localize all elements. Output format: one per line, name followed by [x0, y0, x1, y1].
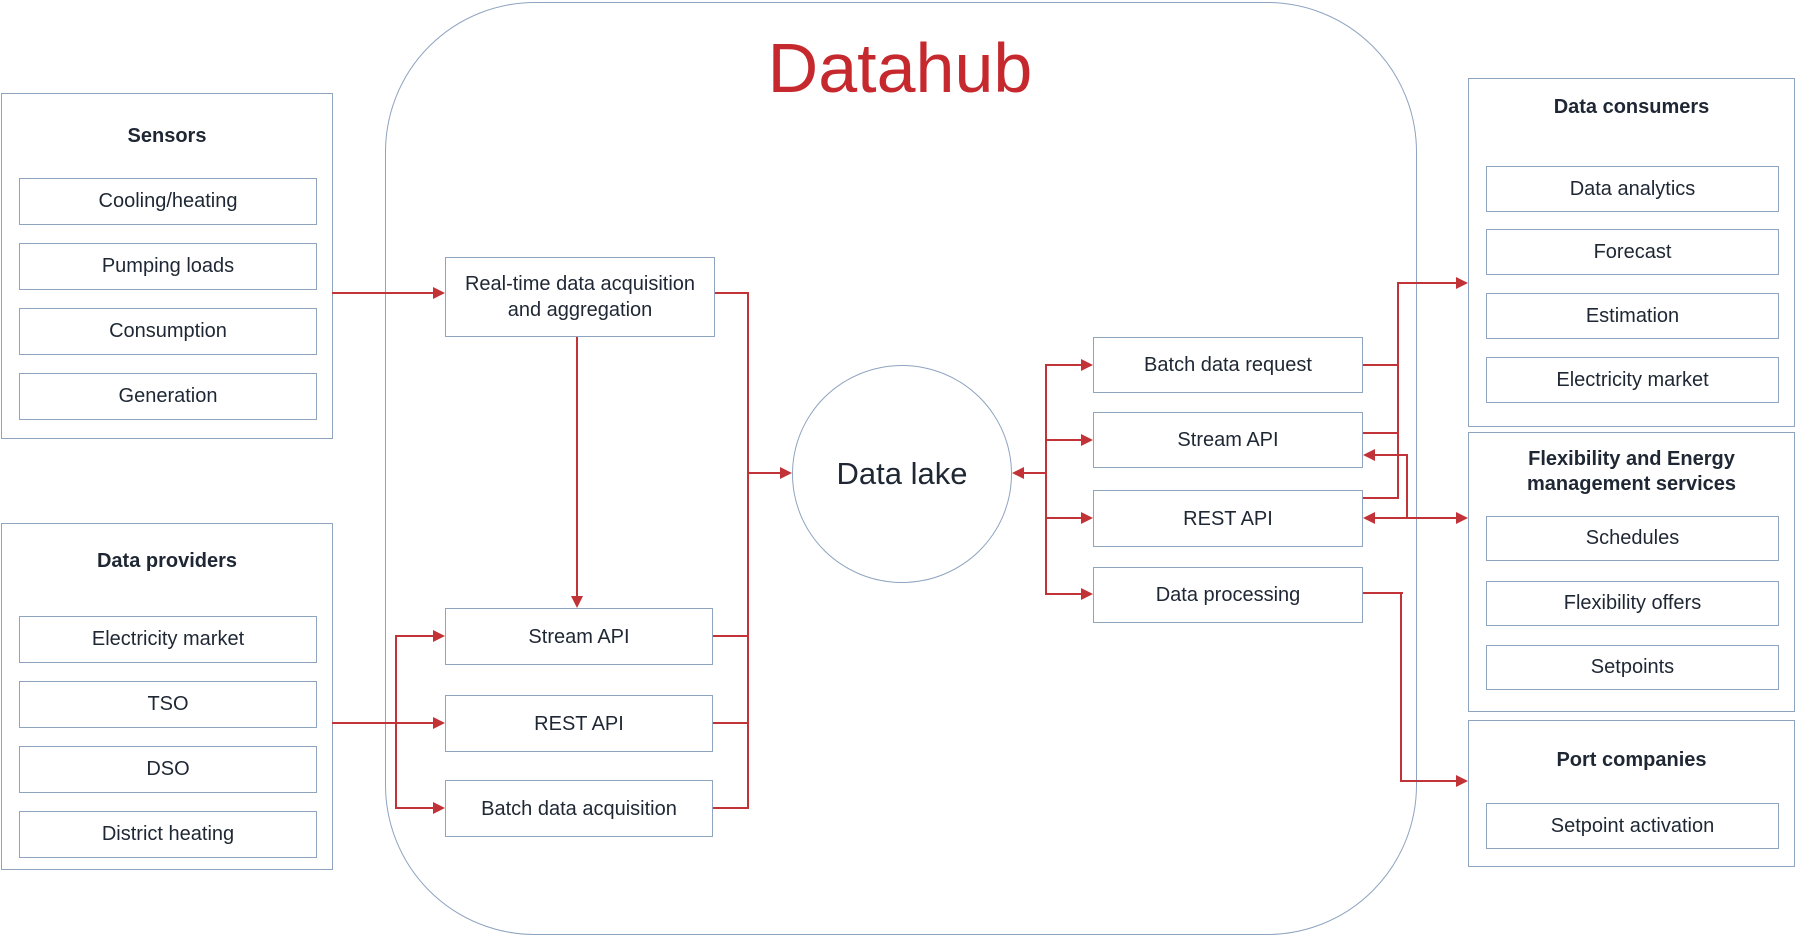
arrowhead-into-stream-out [1081, 434, 1093, 446]
arrowhead-into-stream-in [571, 596, 583, 608]
connector-batch-in-to-trunk [713, 807, 749, 809]
connector-processing-out [1363, 592, 1403, 594]
connector-branch-to-stream-in [395, 635, 433, 637]
arrowhead-into-port [1456, 775, 1468, 787]
arrowhead-into-batchreq [1081, 359, 1093, 371]
consumer-item: Forecast [1486, 229, 1779, 275]
arrowhead-into-rest-out [1081, 512, 1093, 524]
provider-item: Electricity market [19, 616, 317, 663]
connector-trunk-to-lake [747, 472, 780, 474]
data-lake-circle: Data lake [792, 365, 1012, 583]
connector-rtrunk-to-batchreq [1045, 364, 1081, 366]
flexibility-item: Schedules [1486, 516, 1779, 561]
data-consumers-group-title: Data consumers [1553, 96, 1710, 118]
connector-rtrunk-to-lake [1024, 472, 1047, 474]
connector-rest-in-to-trunk [713, 722, 749, 724]
connector-to-port [1400, 780, 1456, 782]
connector-rtrunk-to-processing [1045, 593, 1081, 595]
flexibility-services-title-text: Flexibility and Energy management servic… [1526, 448, 1736, 495]
connector-processing-down [1400, 592, 1402, 782]
arrowhead-into-rest-out-right [1363, 512, 1375, 524]
connector-left-trunk [747, 292, 749, 809]
arrowhead-into-processing [1081, 588, 1093, 600]
flexibility-services-group: Flexibility and Energy management servic… [1468, 432, 1795, 712]
arrowhead-into-realtime [433, 287, 445, 299]
consumer-item: Estimation [1486, 293, 1779, 339]
port-companies-group: Port companies Setpoint activation [1468, 720, 1795, 867]
realtime-acquisition-box: Real-time data acquisition and aggregati… [445, 257, 715, 337]
sensors-group-title: Sensors [127, 125, 207, 147]
sensor-item: Pumping loads [19, 243, 317, 290]
sensor-item: Cooling/heating [19, 178, 317, 225]
connector-rtrunk-to-stream-out [1045, 439, 1081, 441]
sensor-item: Consumption [19, 308, 317, 355]
connector-providers-branch [395, 635, 397, 809]
port-item: Setpoint activation [1486, 803, 1779, 849]
connector-flex-branch [1406, 455, 1408, 519]
batch-data-request-box: Batch data request [1093, 337, 1363, 393]
connector-right-trunk [1045, 364, 1047, 594]
data-processing-box: Data processing [1093, 567, 1363, 623]
provider-item: TSO [19, 681, 317, 728]
connector-flex-to-stream-out [1375, 454, 1408, 456]
connector-rest-out-to-far-trunk [1363, 497, 1399, 499]
consumer-item: Data analytics [1486, 166, 1779, 212]
sensors-group: Sensors Cooling/heating Pumping loads Co… [1, 93, 333, 439]
consumer-item: Electricity market [1486, 357, 1779, 403]
connector-sensors-to-realtime [332, 292, 433, 294]
data-providers-group: Data providers Electricity market TSO DS… [1, 523, 333, 870]
stream-api-in-box: Stream API [445, 608, 713, 665]
data-consumers-group: Data consumers Data analytics Forecast E… [1468, 78, 1795, 427]
arrowhead-into-flexibility [1456, 512, 1468, 524]
rest-api-out-box: REST API [1093, 490, 1363, 547]
flexibility-item: Flexibility offers [1486, 581, 1779, 626]
provider-item: DSO [19, 746, 317, 793]
arrowhead-into-lake-right [1012, 467, 1024, 479]
flexibility-item: Setpoints [1486, 645, 1779, 690]
connector-providers-to-rest [332, 722, 433, 724]
connector-branch-to-batch-in [395, 807, 433, 809]
arrowhead-into-rest-in [433, 717, 445, 729]
connector-rest-flexibility [1375, 517, 1456, 519]
arrowhead-into-consumers [1456, 277, 1468, 289]
arrowhead-into-batch-in [433, 802, 445, 814]
batch-acquisition-box: Batch data acquisition [445, 780, 713, 837]
connector-realtime-to-stream [576, 337, 578, 598]
connector-realtime-to-trunk [715, 292, 749, 294]
connector-trunk-to-consumers [1397, 282, 1456, 284]
connector-batchreq-to-far-trunk [1363, 364, 1399, 366]
data-providers-group-title: Data providers [96, 550, 238, 572]
arrowhead-into-stream-in-left [433, 630, 445, 642]
datahub-title: Datahub [767, 29, 1033, 107]
connector-rtrunk-to-rest-out [1045, 517, 1081, 519]
port-companies-group-title: Port companies [1556, 749, 1707, 771]
provider-item: District heating [19, 811, 317, 858]
arrowhead-into-lake-left [780, 467, 792, 479]
connector-stream-in-to-trunk [713, 635, 749, 637]
sensor-item: Generation [19, 373, 317, 420]
flexibility-services-group-title: Flexibility and Energy management servic… [1469, 447, 1794, 497]
connector-stream-out-to-far-trunk [1363, 432, 1399, 434]
connector-far-trunk [1397, 282, 1399, 498]
stream-api-out-box: Stream API [1093, 412, 1363, 468]
arrowhead-into-stream-out-right [1363, 449, 1375, 461]
rest-api-in-box: REST API [445, 695, 713, 752]
